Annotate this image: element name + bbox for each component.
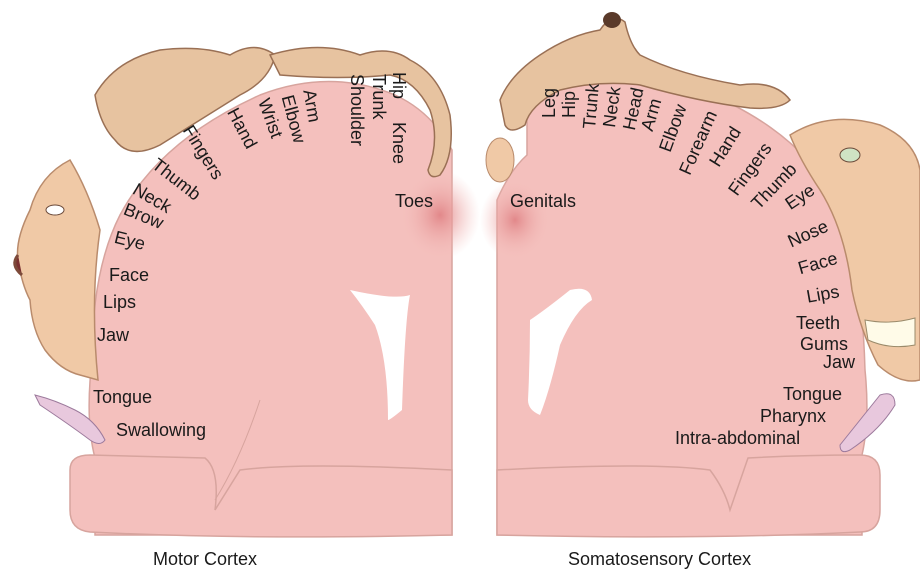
motor-cortex-caption: Motor Cortex xyxy=(153,549,257,570)
motor-toe-glow xyxy=(400,170,480,260)
sensory-cortex-caption: Somatosensory Cortex xyxy=(568,549,751,570)
motor-label-toes: Toes xyxy=(395,192,433,210)
sensory-label-tongue: Tongue xyxy=(783,385,842,403)
sensory-label-pharynx: Pharynx xyxy=(760,407,826,425)
sensory-label-teeth: Teeth xyxy=(796,314,840,332)
sensory-label-intra-abdominal: Intra-abdominal xyxy=(675,429,800,447)
motor-label-face: Face xyxy=(109,266,149,284)
sensory-label-jaw: Jaw xyxy=(823,353,855,371)
genital-icon xyxy=(486,138,514,182)
sensory-label-gums: Gums xyxy=(800,335,848,353)
motor-label-trunk: Trunk xyxy=(370,74,388,119)
motor-label-jaw: Jaw xyxy=(97,326,129,344)
motor-base xyxy=(70,455,452,537)
motor-label-hip: Hip xyxy=(390,72,408,99)
motor-label-lips: Lips xyxy=(103,293,136,311)
sensory-label-hip: Hip xyxy=(560,91,578,118)
sensory-label-genitals: Genitals xyxy=(510,192,576,210)
motor-label-shoulder: Shoulder xyxy=(348,74,366,146)
sensory-base xyxy=(497,455,880,537)
motor-label-swallowing: Swallowing xyxy=(116,421,206,439)
sensory-label-leg: Leg xyxy=(540,88,558,118)
motor-label-tongue: Tongue xyxy=(93,388,152,406)
motor-face xyxy=(18,160,101,380)
motor-label-knee: Knee xyxy=(390,122,408,164)
